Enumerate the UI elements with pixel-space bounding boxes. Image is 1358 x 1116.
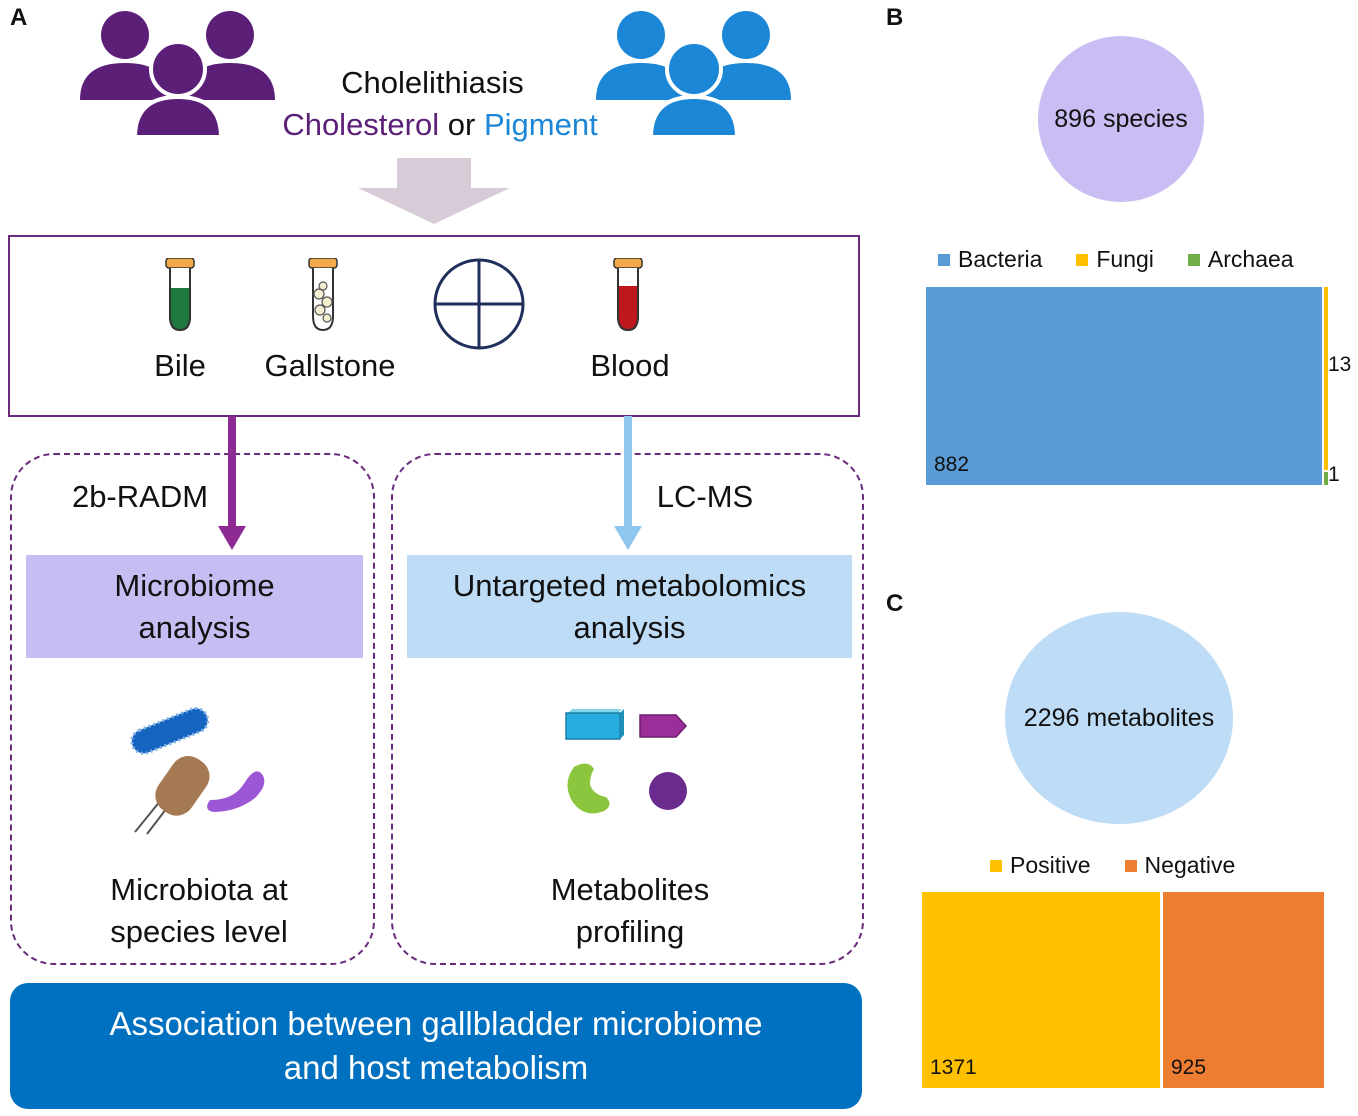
gallstone-label: Gallstone [264,348,396,383]
treemap-fungi-value: 13 [1328,353,1352,376]
method-2b-radm-label: 2b-RADM [71,479,209,514]
legend-fungi-swatch [1076,253,1089,266]
treemap-fungi [1324,287,1328,470]
bacteria-icon [130,706,265,835]
method-lc-ms-label: LC-MS [656,479,754,514]
stone-type-line: Cholesterol or Pigment [250,104,630,146]
microbiome-analysis-line1: Microbiome [114,567,275,603]
bile-tube-icon [165,258,195,332]
treemap-positive-value: 1371 [930,1056,977,1079]
microbiota-result-line2: species level [110,914,288,949]
legend-fungi-label: Fungi [1096,246,1154,272]
metabolites-result-line1: Metabolites [550,872,710,907]
legend-positive: Positive [990,852,1091,879]
microbiota-result: Microbiota at species level [40,869,358,953]
bile-label: Bile [154,348,206,383]
panel-label-a: A [10,4,28,31]
arrow-to-microbiome [218,416,246,550]
people-group-icon-blue [596,11,791,139]
legend-positive-swatch [990,859,1002,872]
metabolites-result-line2: profiling [575,914,685,949]
legend-bacteria: Bacteria [938,246,1042,273]
microbiome-branch-box [10,453,375,965]
people-group-icon-purple [80,11,275,139]
metabolites-result: Metabolites profiling [470,869,790,953]
species-total-circle: 896 species [1038,36,1204,202]
conclusion-line1: Association between gallbladder microbio… [109,1005,763,1042]
metabolites-legend: Positive Negative [990,852,1235,879]
species-legend: Bacteria Fungi Archaea [938,246,1294,273]
treemap-archaea [1324,472,1328,485]
microbiota-result-line1: Microbiota at [110,872,288,907]
metabolite-shapes-icon [565,709,688,814]
species-total-label: 896 species [1054,104,1188,133]
treemap-bacteria-value: 882 [934,453,970,476]
arrow-to-metabolomics [614,416,642,550]
down-arrow-icon [358,158,510,224]
microbiome-analysis-band: Microbiome analysis [26,555,363,658]
metabolites-total-label: 2296 metabolites [1023,703,1215,732]
or-label: or [447,107,476,142]
legend-positive-label: Positive [1010,852,1091,878]
microbiome-analysis-line2: analysis [138,609,251,645]
species-treemap: 882 [926,287,1328,485]
conclusion-box: Association between gallbladder microbio… [10,983,862,1109]
blood-label: Blood [590,348,670,383]
treemap-archaea-value: 1 [1328,463,1340,486]
treemap-negative: 925 [1163,892,1324,1088]
cholesterol-label: Cholesterol [282,107,440,142]
legend-negative-label: Negative [1144,852,1236,878]
treemap-bacteria: 882 [926,287,1322,485]
legend-negative: Negative [1124,852,1236,879]
metabolomics-analysis-band: Untargeted metabolomics analysis [407,555,852,658]
oplus-icon [433,258,525,350]
legend-fungi: Fungi [1076,246,1154,273]
gallstone-tube-icon [308,258,338,332]
treemap-negative-value: 925 [1171,1056,1207,1079]
blood-tube-icon [613,258,643,332]
metabolites-treemap: 1371 925 [922,892,1324,1088]
condition-label: Cholelithiasis [341,65,524,100]
legend-bacteria-swatch [938,253,950,266]
legend-archaea: Archaea [1187,246,1294,273]
pigment-label: Pigment [483,107,598,142]
legend-archaea-swatch [1187,253,1200,266]
panel-label-b: B [886,4,904,31]
treemap-positive: 1371 [922,892,1160,1088]
samples-box [8,235,860,417]
legend-negative-swatch [1124,859,1137,872]
metabolomics-analysis-line1: Untargeted metabolomics [452,567,807,603]
metabolites-total-circle: 2296 metabolites [1005,612,1233,824]
metabolomics-analysis-line2: analysis [573,609,686,645]
legend-archaea-label: Archaea [1207,246,1294,272]
conclusion-line2: and host metabolism [283,1049,589,1086]
legend-bacteria-label: Bacteria [958,246,1043,272]
panel-label-c: C [886,590,904,617]
